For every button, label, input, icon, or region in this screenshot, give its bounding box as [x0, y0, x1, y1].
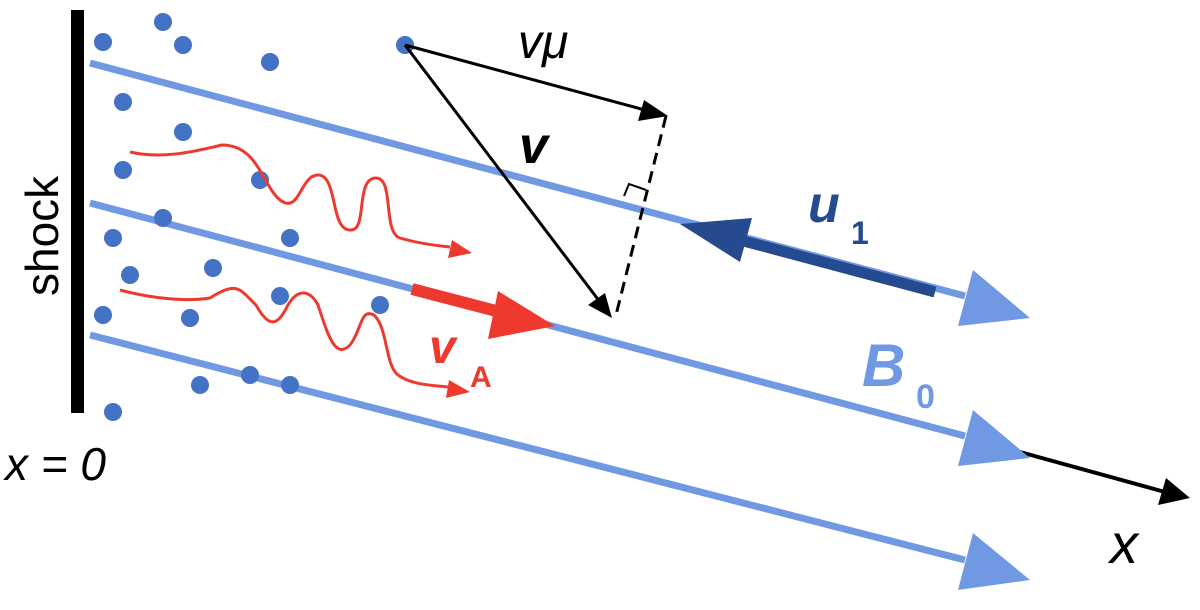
velocity-decomposition — [403, 43, 668, 318]
origin-label: x = 0 — [3, 438, 106, 490]
v-vector-arrowhead — [588, 293, 612, 318]
alfven-velocity-arrowhead — [488, 291, 555, 339]
particle — [241, 366, 259, 384]
particle — [371, 296, 389, 314]
field-line-2-arrowhead — [958, 410, 1030, 466]
shock-front — [71, 10, 84, 413]
right-angle-marker — [623, 182, 647, 197]
particle — [191, 376, 209, 394]
wave-lower — [119, 286, 449, 389]
particle — [154, 13, 172, 31]
va-symbol: v — [429, 321, 458, 374]
flow-velocity-arrowhead — [680, 218, 752, 262]
wave-lower-arrowhead — [446, 380, 470, 398]
particles — [94, 13, 414, 421]
b0-label: B 0 — [862, 332, 935, 416]
particle — [121, 266, 139, 284]
wave-upper-arrowhead — [448, 240, 472, 258]
b0-subscript: 0 — [916, 378, 935, 416]
u1-symbol: u — [808, 176, 840, 234]
particle — [261, 53, 279, 71]
v-mu-label: vμ — [518, 16, 568, 69]
shock-label: shock — [16, 175, 68, 296]
field-line-1 — [89, 59, 1030, 326]
particle — [114, 93, 132, 111]
particle — [181, 309, 199, 327]
v-mu-arrowhead — [638, 100, 668, 121]
va-subscript: A — [470, 361, 492, 394]
x-axis-label: x — [1107, 512, 1140, 575]
flow-velocity-arrow — [680, 218, 937, 298]
particle — [154, 209, 172, 227]
particle — [114, 161, 132, 179]
wave-upper — [129, 143, 451, 249]
v-vector — [403, 44, 602, 303]
particle — [204, 259, 222, 277]
v-vector-label: v — [519, 117, 551, 175]
alfven-velocity-arrow — [410, 283, 555, 339]
particle — [271, 287, 289, 305]
particle — [94, 33, 112, 51]
field-line-3 — [89, 331, 1030, 590]
particle — [174, 123, 192, 141]
particle — [104, 403, 122, 421]
x-axis — [1019, 450, 1190, 505]
u1-subscript: 1 — [851, 215, 869, 251]
particle — [281, 376, 299, 394]
alfven-waves — [119, 143, 472, 398]
magnetic-field-lines — [89, 59, 1030, 590]
x-axis-arrowhead — [1158, 478, 1190, 505]
perpendicular-dashed-line — [614, 115, 668, 316]
va-label: v A — [429, 321, 492, 394]
field-line-1-arrowhead — [958, 270, 1030, 326]
particle — [94, 306, 112, 324]
b0-symbol: B — [862, 332, 905, 399]
v-mu-vector — [404, 43, 646, 112]
particle — [281, 229, 299, 247]
u1-label: u 1 — [808, 176, 869, 251]
field-line-3-arrowhead — [958, 533, 1030, 590]
particle — [104, 229, 122, 247]
particle — [174, 36, 192, 54]
